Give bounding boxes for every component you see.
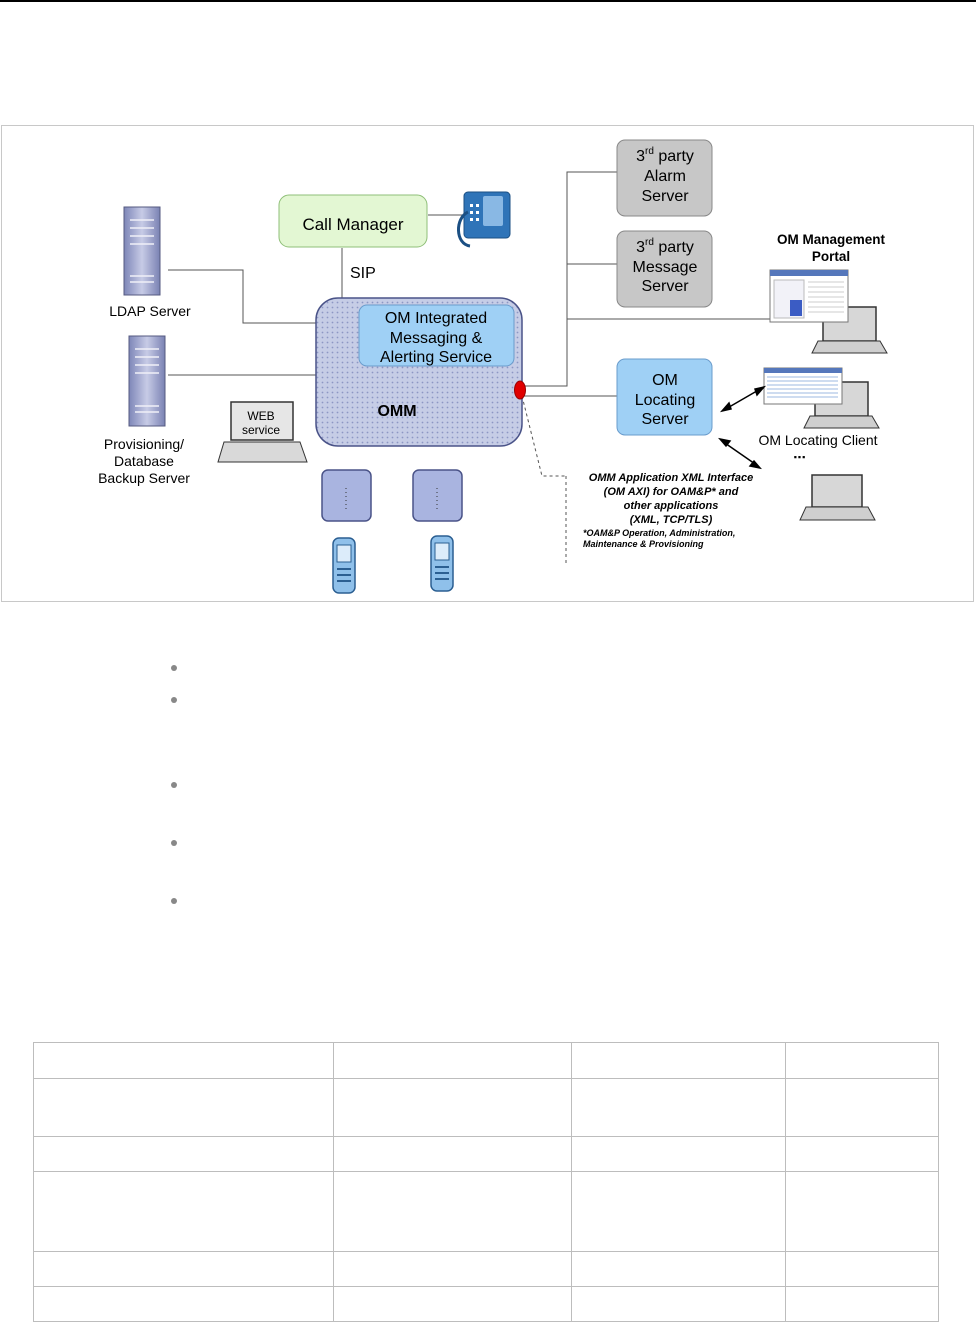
- om-integrated-line3: Alerting Service: [380, 349, 492, 366]
- message-server-line2: Message: [633, 259, 698, 276]
- ldap-connector: [168, 269, 316, 324]
- table-row: [33, 1251, 939, 1287]
- page-top-rule: [0, 0, 976, 2]
- table-row: [33, 1136, 939, 1172]
- table-cell: [332, 1286, 573, 1322]
- call-manager-box: Call Manager: [278, 194, 428, 248]
- bullet-marker: [171, 665, 177, 671]
- desk-phone-icon: [457, 191, 511, 248]
- table-cell: [33, 1171, 334, 1252]
- omm-label: OMM: [377, 403, 416, 420]
- web-service-label-line1: WEB: [247, 409, 274, 423]
- om-integrated-line2: Messaging &: [390, 330, 483, 347]
- axi-line2: (OM AXI) for OAM&P* and: [604, 486, 739, 498]
- call-manager-label: Call Manager: [302, 215, 403, 234]
- provisioning-label-line3: Backup Server: [98, 470, 190, 486]
- table-cell: [33, 1286, 334, 1322]
- arrow-to-second-client: [718, 437, 762, 470]
- base-station-icon: [321, 469, 372, 522]
- message-server-line3: Server: [641, 278, 689, 295]
- arrow-to-client: [719, 385, 767, 413]
- locating-client-laptop-icon: [763, 367, 880, 429]
- alarm-server-line1: 3rd party: [636, 146, 694, 165]
- table-cell: [571, 1042, 787, 1079]
- table-cell: [571, 1171, 787, 1252]
- table-cell: [571, 1078, 787, 1137]
- table-cell: [785, 1136, 939, 1172]
- axi-annotation: OMM Application XML Interface (OM AXI) f…: [583, 472, 753, 549]
- locating-server-line2: Locating: [635, 392, 696, 409]
- alarm-server-box: 3rd party Alarm Server: [616, 139, 713, 217]
- locating-server-line3: Server: [641, 411, 689, 428]
- table-row: [33, 1042, 939, 1079]
- table-row: [33, 1286, 939, 1322]
- table-cell: [785, 1251, 939, 1287]
- management-portal-laptop-icon: [769, 269, 888, 354]
- handset-icon: [430, 535, 454, 592]
- table-cell: [571, 1251, 787, 1287]
- axi-connector: [521, 395, 566, 477]
- axi-line4: (XML, TCP/TLS): [630, 514, 713, 526]
- table-cell: [332, 1171, 573, 1252]
- locating-server-line1: OM: [652, 372, 678, 389]
- table-cell: [332, 1042, 573, 1079]
- axi-line3: other applications: [624, 500, 719, 512]
- bullet-marker: [171, 840, 177, 846]
- alarm-server-line3: Server: [641, 188, 689, 205]
- second-client-laptop-icon: [799, 474, 876, 521]
- web-service-laptop-icon: [217, 401, 308, 463]
- table-cell: [33, 1078, 334, 1137]
- om-integrated-messaging-box: OM Integrated Messaging & Alerting Servi…: [358, 304, 515, 367]
- table-row: [33, 1171, 939, 1252]
- bullet-marker: [171, 697, 177, 703]
- table-row: [33, 1078, 939, 1137]
- more-clients-dots: ▪▪▪: [794, 452, 807, 462]
- table-cell: [332, 1078, 573, 1137]
- table-cell: [33, 1042, 334, 1079]
- spec-table: [33, 1042, 939, 1322]
- table-cell: [33, 1136, 334, 1172]
- diagram-frame: [1, 125, 974, 602]
- base-station-icon: [412, 469, 463, 522]
- om-integrated-line1: OM Integrated: [385, 310, 487, 327]
- oamp-line2: Maintenance & Provisioning: [583, 539, 704, 549]
- locating-server-box: OM Locating Server: [616, 358, 713, 436]
- table-cell: [571, 1286, 787, 1322]
- table-cell: [33, 1251, 334, 1287]
- web-service-label-line2: service: [242, 423, 280, 437]
- table-cell: [332, 1136, 573, 1172]
- sip-label: SIP: [350, 265, 376, 282]
- alarm-connector: [522, 171, 617, 387]
- axi-port-marker: [514, 380, 526, 400]
- bullet-marker: [171, 782, 177, 788]
- alarm-server-line2: Alarm: [644, 168, 686, 185]
- provisioning-label-line1: Provisioning/: [104, 436, 184, 452]
- axi-line1: OMM Application XML Interface: [589, 472, 753, 484]
- table-cell: [785, 1286, 939, 1322]
- oamp-line1: *OAM&P Operation, Administration,: [583, 528, 735, 538]
- handset-icon: [332, 537, 356, 594]
- table-cell: [785, 1042, 939, 1079]
- table-cell: [571, 1136, 787, 1172]
- table-cell: [785, 1171, 939, 1252]
- table-cell: [785, 1078, 939, 1137]
- ldap-server-label: LDAP Server: [109, 303, 191, 319]
- ldap-server-icon: [123, 206, 161, 296]
- management-portal-label-line2: Portal: [812, 249, 850, 264]
- locating-client-label: OM Locating Client: [758, 432, 877, 448]
- provisioning-label-line2: Database: [114, 453, 174, 469]
- provisioning-server-icon: [128, 335, 166, 427]
- message-server-line1: 3rd party: [636, 237, 694, 256]
- bullet-marker: [171, 898, 177, 904]
- message-server-box: 3rd party Message Server: [616, 230, 713, 308]
- management-portal-label-line1: OM Management: [777, 232, 886, 247]
- table-cell: [332, 1251, 573, 1287]
